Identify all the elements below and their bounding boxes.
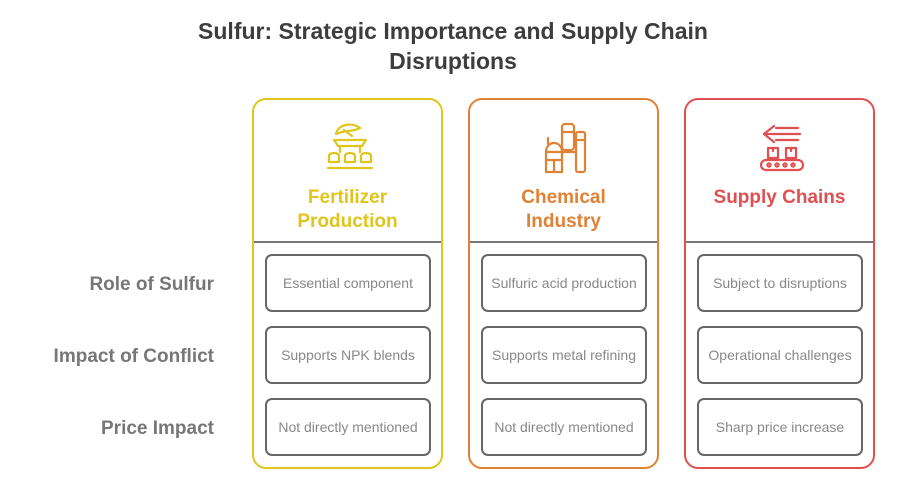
conveyor-belt-icon: [759, 124, 805, 172]
fertilizer-plant-icon: [326, 123, 374, 170]
column-header: Fertilizer Production: [254, 100, 441, 243]
cell-price-impact: Not directly mentioned: [481, 398, 647, 456]
cell-impact-of-conflict: Supports metal refining: [481, 326, 647, 384]
page-title: Sulfur: Strategic Importance and Supply …: [0, 16, 906, 76]
column-title: Supply Chains: [713, 187, 846, 208]
cell-role-of-sulfur: Subject to disruptions: [697, 254, 863, 312]
cell-role-of-sulfur: Essential component: [265, 254, 431, 312]
cell-price-impact: Not directly mentioned: [265, 398, 431, 456]
cell-role-of-sulfur: Sulfuric acid production: [481, 254, 647, 312]
title-line-1: Sulfur: Strategic Importance and Supply …: [198, 18, 708, 44]
chemical-plant-icon: [544, 122, 587, 174]
column-header: Chemical Industry: [470, 100, 657, 243]
column-fertilizer-production: Fertilizer Production Essential componen…: [252, 98, 443, 469]
row-label-role: Role of Sulfur: [89, 274, 214, 295]
column-title: Chemical Industry: [521, 187, 606, 232]
column-supply-chains: Supply Chains Subject to disruptions Ope…: [684, 98, 875, 469]
column-header: Supply Chains: [686, 100, 873, 243]
row-label-price: Price Impact: [101, 418, 214, 439]
column-title: Fertilizer Production: [297, 187, 398, 232]
cell-impact-of-conflict: Operational challenges: [697, 326, 863, 384]
cell-price-impact: Sharp price increase: [697, 398, 863, 456]
title-line-2: Disruptions: [389, 48, 517, 74]
cell-impact-of-conflict: Supports NPK blends: [265, 326, 431, 384]
row-label-impact: Impact of Conflict: [53, 346, 214, 367]
column-chemical-industry: Chemical Industry Sulfuric acid producti…: [468, 98, 659, 469]
